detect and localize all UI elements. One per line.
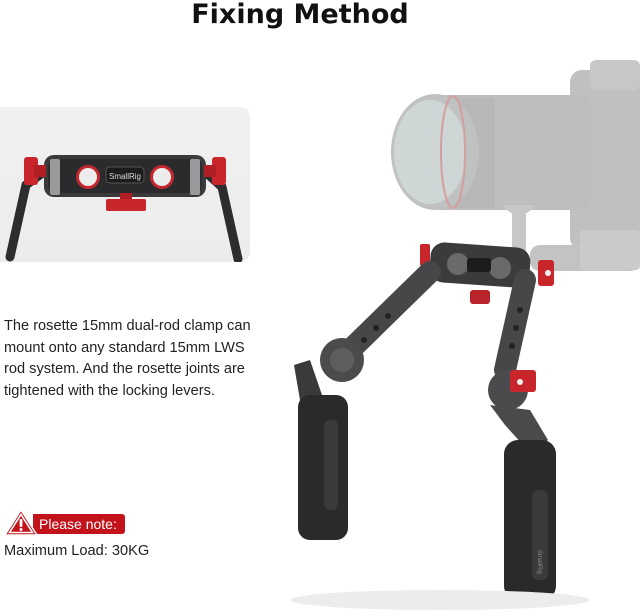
shoulder-rig-illustration: SmallRig	[290, 60, 640, 610]
please-note-label: Please note:	[33, 514, 125, 534]
please-note-badge: Please note:	[3, 508, 125, 536]
clamp-closeup-image: SmallRig	[0, 107, 250, 262]
description-line: The rosette 15mm dual-rod clamp can	[4, 318, 251, 334]
page-title: Fixing Method	[0, 0, 600, 30]
description-line: mount onto any standard 15mm LWS	[4, 339, 245, 356]
svg-text:SmallRig: SmallRig	[109, 172, 141, 181]
description-line: rod system. And the rosette joints are	[4, 361, 245, 377]
product-image: SmallRig	[280, 40, 640, 616]
description-paragraph: The rosette 15mm dual-rod clamp can moun…	[4, 316, 304, 402]
warning-triangle-icon	[4, 509, 38, 536]
svg-text:SmallRig: SmallRig	[536, 550, 542, 574]
description-line: tightened with the locking levers.	[4, 382, 215, 399]
page-title-text: Fixing Method	[191, 0, 409, 30]
maximum-load-text: Maximum Load: 30KG	[4, 543, 150, 559]
rod-clamp-illustration: SmallRig	[5, 155, 243, 262]
